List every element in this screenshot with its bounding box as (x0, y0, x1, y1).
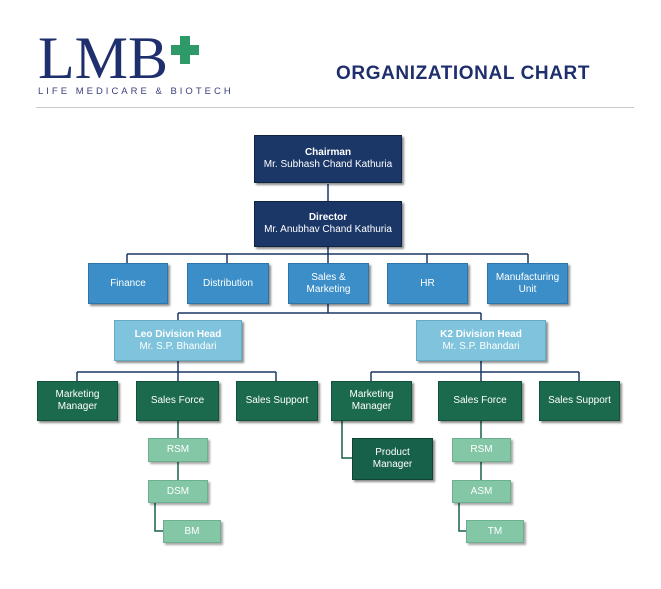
leo-marketing-manager: Marketing Manager (37, 381, 118, 421)
leo-dsm: DSM (148, 480, 208, 503)
leo-role: Leo Division Head (134, 328, 222, 340)
leo-sales-force: Sales Force (136, 381, 219, 421)
dept-manufacturing-line2: Unit (518, 283, 537, 295)
product-manager-line2: Manager (372, 459, 413, 470)
logo-cross-horizontal (171, 45, 199, 55)
leo-rsm-label: RSM (166, 444, 190, 455)
leo-sales-support-label: Sales Support (245, 395, 309, 406)
k2-rsm-label: RSM (470, 444, 493, 455)
product-manager-line1: Product (375, 447, 410, 458)
chairman-name: Mr. Subhash Chand Kathuria (263, 159, 393, 170)
leo-bm: BM (163, 520, 221, 543)
director-role: Director (308, 212, 348, 223)
chairman-box: Chairman Mr. Subhash Chand Kathuria (254, 135, 402, 183)
k2-name: Mr. S.P. Bhandari (442, 340, 520, 352)
header-divider (36, 107, 634, 108)
k2-rsm: RSM (452, 438, 511, 462)
director-name: Mr. Anubhav Chand Kathuria (264, 224, 392, 235)
director-box: Director Mr. Anubhav Chand Kathuria (254, 201, 402, 247)
k2-asm: ASM (452, 480, 511, 503)
dept-finance: Finance (88, 263, 168, 304)
k2-marketing-line1: Marketing (349, 389, 394, 400)
chairman-role: Chairman (304, 147, 352, 158)
leo-dsm-label: DSM (166, 485, 190, 497)
leo-bm-label: BM (184, 525, 200, 537)
leo-rsm: RSM (148, 438, 208, 462)
leo-sales-force-label: Sales Force (150, 395, 205, 406)
logo-tagline: LIFE MEDICARE & BIOTECH (38, 86, 234, 97)
leo-division-head: Leo Division Head Mr. S.P. Bhandari (114, 320, 242, 361)
leo-marketing-line2: Manager (57, 401, 98, 412)
k2-tm-label: TM (487, 525, 503, 537)
dept-sales-marketing: Sales & Marketing (288, 263, 369, 304)
k2-sales-support: Sales Support (539, 381, 620, 421)
dept-distribution: Distribution (187, 263, 269, 304)
k2-tm: TM (466, 520, 524, 543)
k2-division-head: K2 Division Head Mr. S.P. Bhandari (416, 320, 546, 361)
leo-name: Mr. S.P. Bhandari (139, 340, 217, 352)
k2-marketing-line2: Manager (351, 401, 392, 412)
product-manager: Product Manager (352, 438, 433, 480)
dept-manufacturing-line1: Manufacturing (495, 271, 560, 283)
dept-finance-label: Finance (110, 277, 146, 289)
dept-hr: HR (387, 263, 468, 304)
leo-marketing-line1: Marketing (55, 389, 100, 400)
k2-marketing-manager: Marketing Manager (331, 381, 412, 421)
dept-manufacturing: Manufacturing Unit (487, 263, 568, 304)
lmb-logo: LMB (38, 28, 199, 84)
k2-role: K2 Division Head (440, 328, 522, 340)
page-title: ORGANIZATIONAL CHART (336, 63, 591, 84)
logo-text: LMB (38, 28, 168, 84)
k2-sales-force: Sales Force (438, 381, 522, 421)
dept-distribution-label: Distribution (202, 277, 254, 289)
k2-sales-force-label: Sales Force (453, 395, 507, 406)
dept-sales-marketing-line2: Marketing (306, 283, 351, 295)
k2-asm-label: ASM (470, 485, 493, 497)
leo-sales-support: Sales Support (236, 381, 318, 421)
dept-sales-marketing-line1: Sales & (311, 271, 346, 283)
k2-sales-support-label: Sales Support (548, 395, 611, 406)
dept-hr-label: HR (420, 277, 435, 289)
